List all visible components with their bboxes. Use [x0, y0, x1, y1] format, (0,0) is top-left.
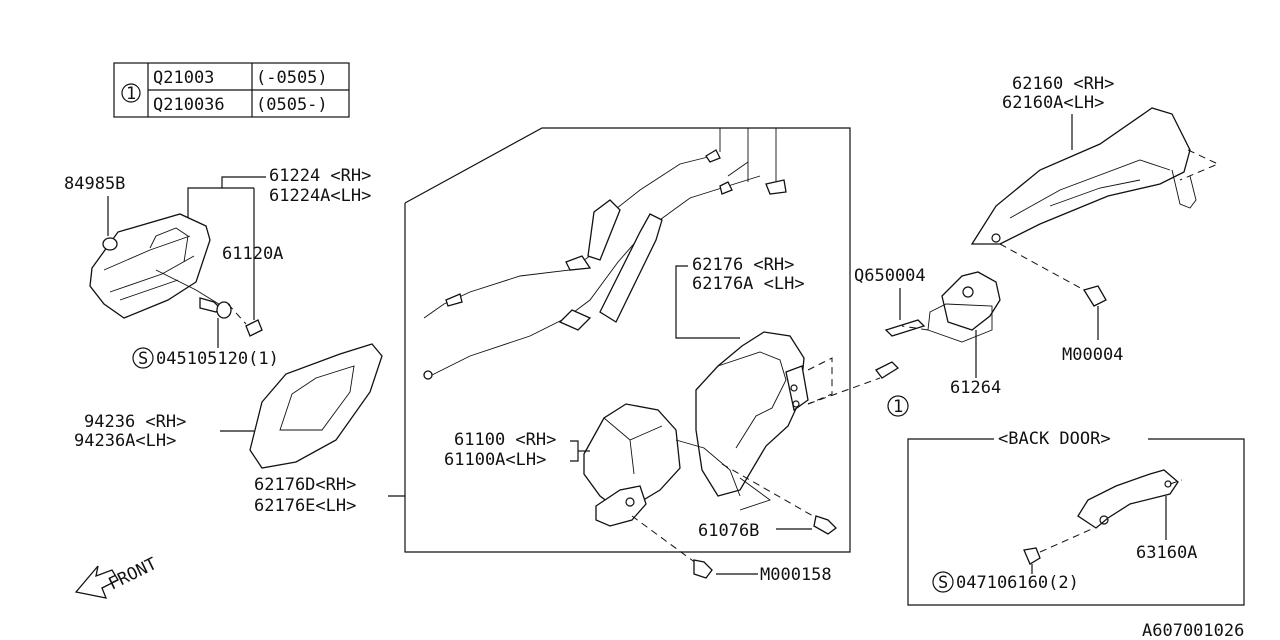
back-door-box: <BACK DOOR> 63160A S 047106160(2) [907, 429, 1245, 606]
part-61100-rh-label: 61100 <RH> [454, 430, 556, 450]
callout-84985b: 84985B [64, 174, 125, 236]
callout-q650004: Q650004 1 [854, 266, 926, 417]
part-61264-label: 61264 [950, 378, 1001, 398]
part-q650004-label: Q650004 [854, 266, 926, 286]
part-61224a-lh-label: 61224A<LH> [269, 186, 371, 206]
callout-61224: 61224 <RH> 61224A<LH> [187, 166, 371, 320]
back-door-s-mark: S [938, 573, 948, 593]
legend-part-1: Q21003 [153, 68, 214, 88]
back-door-title: <BACK DOOR> [998, 429, 1111, 449]
part-63160a-label: 63160A [1136, 543, 1197, 563]
lock-cable-box: 62176D<RH> 62176E<LH> 62176 <RH> 62176A … [254, 127, 881, 553]
legend-range-1: (-0505) [256, 68, 328, 88]
legend-part-2: Q210036 [153, 95, 225, 115]
part-m00004-label: M00004 [1062, 345, 1123, 365]
part-62176a-lh-label: 62176A <LH> [692, 274, 805, 294]
legend-table: 1 Q21003 (-0505) Q210036 (0505-) [113, 62, 350, 118]
outer-handle-62160: 62160 <RH> 62160A<LH> M00004 [970, 74, 1220, 365]
part-61120a-label: 61120A [222, 244, 283, 264]
part-94236a-lh-label: 94236A<LH> [74, 431, 176, 451]
part-62160-rh-label: 62160 <RH> [1012, 74, 1114, 94]
legend-ref-number: 1 [126, 84, 136, 104]
inner-handle-assembly [89, 213, 263, 337]
part-045105120-label: 045105120(1) [156, 349, 279, 369]
part-61076b-label: 61076B [698, 521, 759, 541]
part-m000158-label: M000158 [760, 565, 832, 585]
escutcheon-94236: 94236 <RH> 94236A<LH> [74, 343, 383, 469]
front-label: FRONT [105, 554, 160, 594]
callout-61120a: 61120A [222, 244, 283, 264]
callout-045105120: S 045105120(1) [132, 318, 279, 369]
s-mark: S [138, 349, 148, 369]
callout-m000158: M000158 [631, 515, 832, 585]
part-62176e-lh-label: 62176E<LH> [254, 496, 356, 516]
legend-range-2: (0505-) [256, 95, 328, 115]
part-84985b-label: 84985B [64, 174, 125, 194]
part-62176d-rh-label: 62176D<RH> [254, 475, 356, 495]
part-62176-rh-label: 62176 <RH> [692, 255, 794, 275]
diagram-id: A607001026 [1142, 621, 1244, 640]
part-61224-rh-label: 61224 <RH> [269, 166, 371, 186]
part-047106160-label: 047106160(2) [956, 573, 1079, 593]
part-61100a-lh-label: 61100A<LH> [444, 450, 546, 470]
striker-61264: 61264 [901, 271, 1001, 398]
part-62160a-lh-label: 62160A<LH> [1002, 93, 1104, 113]
ref-1-marker: 1 [893, 397, 903, 417]
front-arrow: FRONT [74, 554, 160, 599]
part-94236-rh-label: 94236 <RH> [84, 412, 186, 432]
